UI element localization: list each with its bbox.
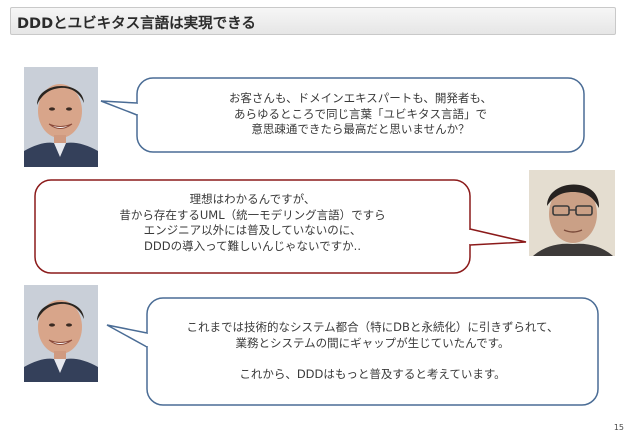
bubble-3-line-1: これまでは技術的なシステム都合（特にDBと永続化）に引きずられて、: [186, 320, 559, 334]
presenter-photo-top: [24, 67, 98, 167]
bubble-1-line-2: あらゆるところで同じ言葉「ユビキタス言語」で: [234, 106, 487, 121]
bubble-3-line-2: 業務とシステムの間にギャップが生じていたんです。: [235, 335, 510, 350]
bubble-1-text: お客さんも、ドメインエキスパートも、開発者も、 あらゆるところで同じ言葉「ユビキ…: [137, 91, 584, 138]
slide-title: DDDとユビキタス言語は実現できる: [17, 16, 256, 32]
bubble-2-line-4: DDDの導入って難しいんじゃないですか..: [144, 238, 361, 253]
bubble-3-text: これまでは技術的なシステム都合（特にDBと永続化）に引きずられて、 業務とシステ…: [147, 320, 598, 382]
bubble-1-line-1: お客さんも、ドメインエキスパートも、開発者も、: [228, 91, 493, 105]
bubble-3-line-4: これから、DDDはもっと普及すると考えています。: [239, 366, 506, 381]
presenter-photo-bottom: [24, 285, 98, 382]
audience-photo: [529, 170, 615, 256]
bubble-3-line-3: [147, 351, 598, 367]
page-number: 15: [613, 423, 624, 432]
bubble-1-line-3: 意思疎通できたら最高だと思いませんか？: [251, 122, 470, 136]
bubble-2-line-2: 昔から存在するUML（統一モデリング言語）ですら: [119, 207, 386, 222]
bubble-2-line-3: エンジニア以外には普及していないのに、: [143, 223, 362, 237]
bubble-2-text: 理想はわかるんですが、 昔から存在するUML（統一モデリング言語）ですら エンジ…: [35, 192, 470, 254]
slide-title-bar: DDDとユビキタス言語は実現できる: [10, 7, 616, 35]
bubble-2-line-1: 理想はわかるんですが、: [189, 192, 316, 206]
